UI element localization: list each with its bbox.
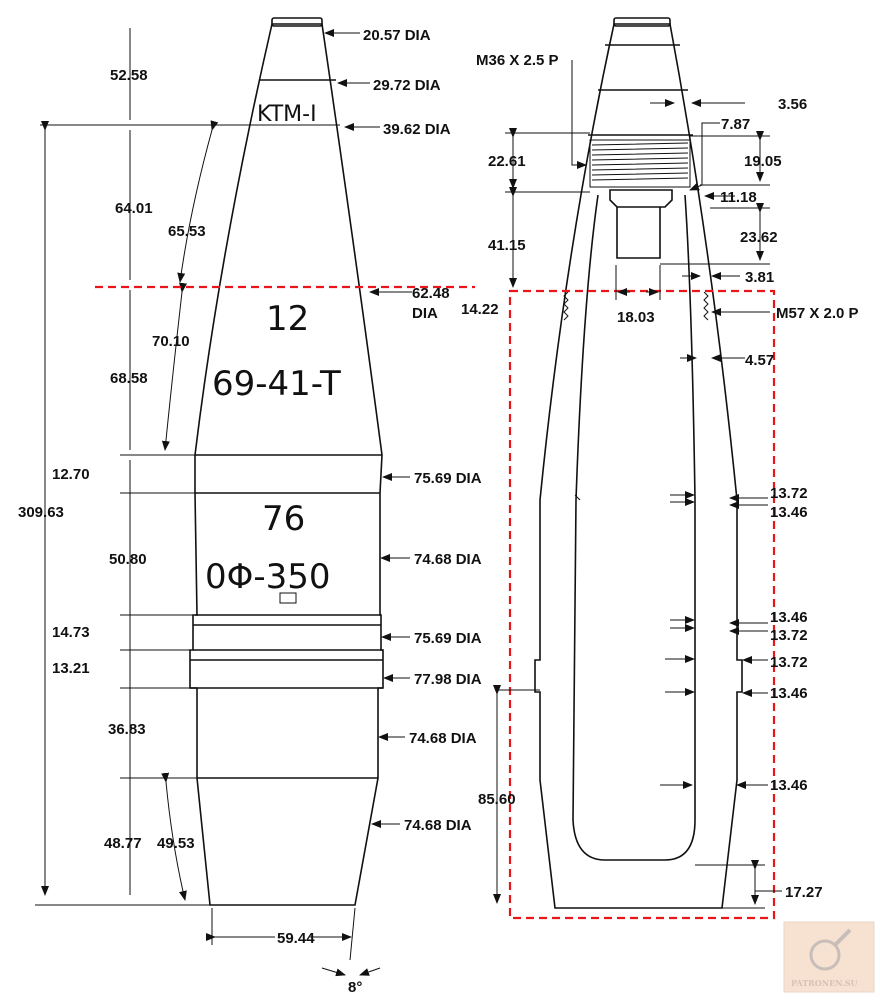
dim-label: 52.58 [110,67,148,84]
right-dimension-lines [493,60,782,909]
dim-label: 75.69 DIA [414,470,482,487]
dim-label: 74.68 DIA [414,551,482,568]
dim-label: 3.56 [778,96,807,113]
highlight-box [508,289,776,920]
dim-label: 13.46 [770,609,808,626]
right-dimension-labels: M36 X 2.5 P M57 X 2.0 P 3.56 7.87 19.05 … [461,52,859,901]
dim-label: 29.72 DIA [373,77,441,94]
dim-label: 48.77 [104,835,142,852]
dim-label: 13.46 [770,504,808,521]
right-shell-outline [534,17,743,909]
marking-line2: 69-41-T [212,364,341,404]
dim-label: 19.05 [744,153,782,170]
left-shell-markings: KTM-I 12 69-41-T 76 0Φ-350 [205,102,341,597]
marking-ktm: KTM-I [257,102,317,127]
dim-label: 23.62 [740,229,778,246]
dim-label: 14.73 [52,624,90,641]
left-dimension-lines [35,28,412,977]
dim-label: 36.83 [108,721,146,738]
dim-label: 13.72 [770,654,808,671]
dim-label: 12.70 [52,466,90,483]
dim-label: 64.01 [115,200,153,217]
dim-label: 75.69 DIA [414,630,482,647]
left-shell-outline [189,17,384,906]
dim-label: 68.58 [110,370,148,387]
thread-label: M36 X 2.5 P [476,52,559,69]
watermark-text: PATRONEN.SU [791,978,858,988]
dim-label: 20.57 DIA [363,27,431,44]
thread-label: M57 X 2.0 P [776,305,859,322]
marking-line4: 0Φ-350 [205,557,331,597]
dim-label: 65.53 [168,223,206,240]
dim-label: 50.80 [109,551,147,568]
dim-label: 74.68 DIA [409,730,477,747]
dim-label: 41.15 [488,237,526,254]
dim-label: 13.46 [770,777,808,794]
dim-label: 77.98 DIA [414,671,482,688]
marking-line3: 76 [262,499,305,539]
left-dimension-labels: 20.57 DIA 29.72 DIA 39.62 DIA 62.48 DIA … [18,27,482,996]
dim-label: 17.27 [785,884,823,901]
watermark-logo: PATRONEN.SU [783,921,875,993]
dim-label: 59.44 [277,930,315,947]
dim-label: 49.53 [157,835,195,852]
dim-label: 22.61 [488,153,526,170]
dim-label: 11.18 [720,189,757,206]
dim-label: 7.87 [721,116,750,133]
dim-label: 14.22 [461,301,499,318]
dim-label: 39.62 DIA [383,121,451,138]
dim-label: 18.03 [617,309,655,326]
marking-line1: 12 [266,299,309,339]
thread-right-icon [703,291,709,321]
dim-label: 85.60 [478,791,516,808]
dim-label: 74.68 DIA [404,817,472,834]
stamp-icon [279,592,297,604]
dim-label: 8° [348,979,362,996]
dim-label: 13.72 [770,485,808,502]
dim-label: 4.57 [745,352,774,369]
thread-left-icon [563,291,569,321]
dim-label: 13.46 [770,685,808,702]
dim-label: 13.21 [52,660,90,677]
fuze-thread [589,139,691,188]
dim-label: DIA [412,305,438,322]
dim-label: 13.72 [770,627,808,644]
dim-label: 309.63 [18,504,64,521]
dim-label: 62.48 [412,285,450,302]
dim-label: 70.10 [152,333,190,350]
dim-label: 3.81 [745,269,774,286]
